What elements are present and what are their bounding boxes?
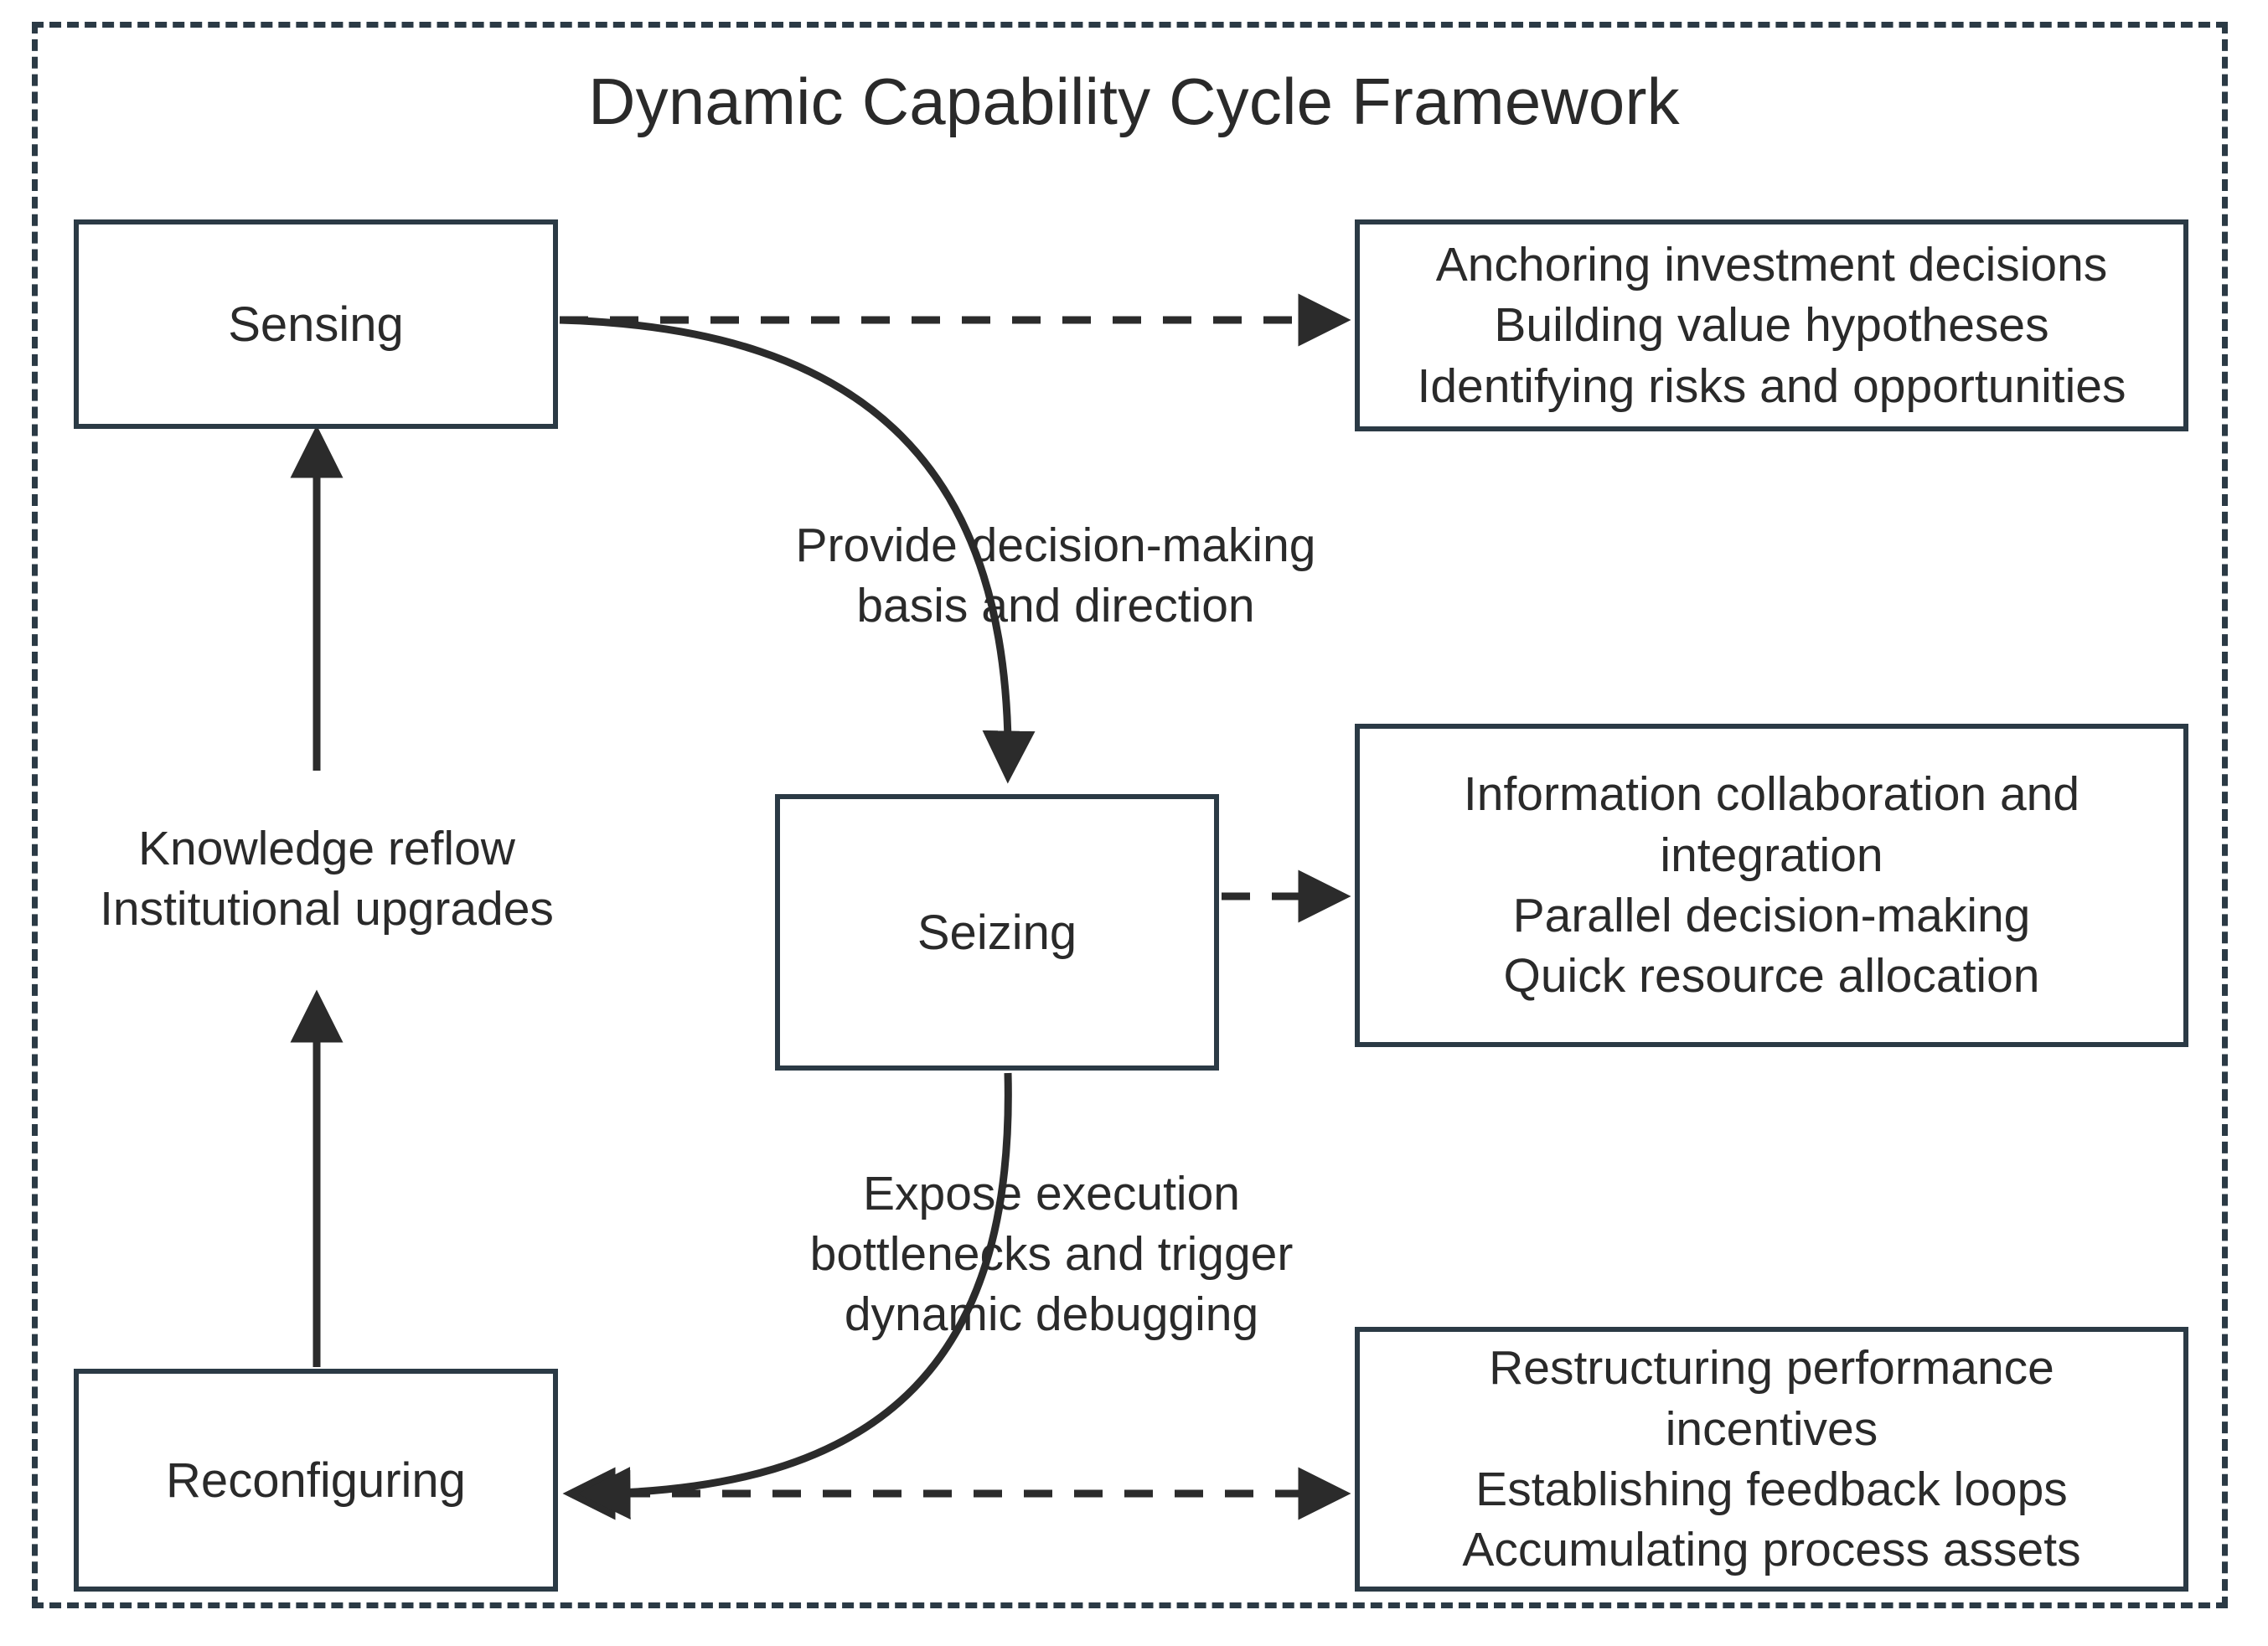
detail-line: incentives <box>1665 1401 1878 1456</box>
detail-box-seizing[interactable]: Information collaboration and integratio… <box>1355 724 2188 1047</box>
detail-line: Information collaboration and <box>1463 767 2080 822</box>
detail-box-sensing[interactable]: Anchoring investment decisions Building … <box>1355 219 2188 431</box>
detail-line: Identifying risks and opportunities <box>1417 359 2126 413</box>
node-sensing[interactable]: Sensing <box>74 219 558 429</box>
detail-line: Establishing feedback loops <box>1475 1463 2068 1516</box>
detail-line: Quick resource allocation <box>1503 949 2040 1004</box>
detail-line: Anchoring investment decisions <box>1435 237 2108 292</box>
detail-line: Accumulating process assets <box>1462 1523 2081 1577</box>
detail-line: integration <box>1660 828 1883 882</box>
node-reconfiguring-label: Reconfiguring <box>166 1453 466 1508</box>
node-seizing[interactable]: Seizing <box>775 794 1219 1071</box>
outer-dashed-frame <box>32 22 2228 1608</box>
detail-box-reconfiguring[interactable]: Restructuring performance incentives Est… <box>1355 1327 2188 1592</box>
node-seizing-label: Seizing <box>917 905 1077 960</box>
detail-line: Parallel decision-making <box>1512 889 2031 942</box>
node-reconfiguring[interactable]: Reconfiguring <box>74 1369 558 1592</box>
page-title: Dynamic Capability Cycle Framework <box>588 64 1680 138</box>
detail-line: Building value hypotheses <box>1494 298 2049 353</box>
detail-line: Restructuring performance <box>1489 1341 2054 1396</box>
node-sensing-label: Sensing <box>228 297 404 352</box>
